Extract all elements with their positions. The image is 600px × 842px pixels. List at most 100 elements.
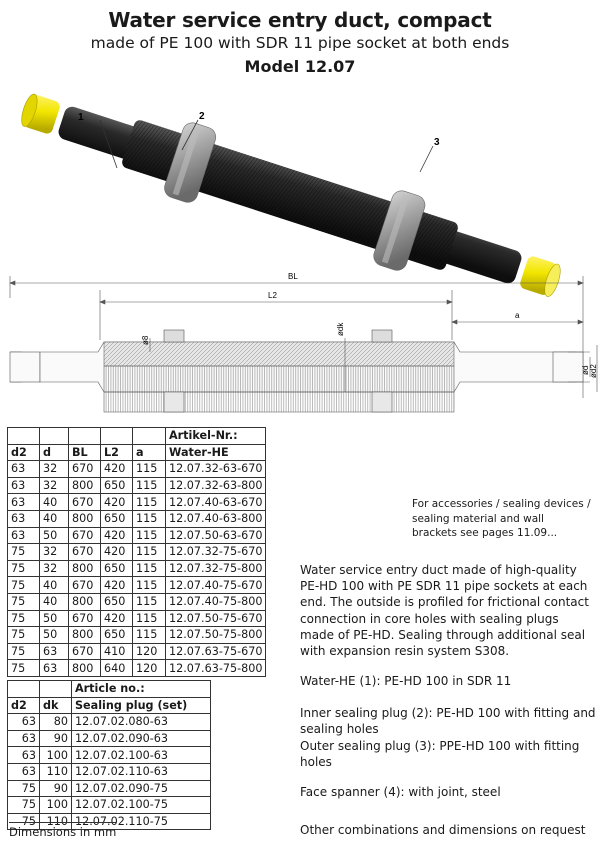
table-cell: 670 xyxy=(68,609,101,628)
table-cell: 75 xyxy=(7,576,40,594)
table-cell: 12.07.32-75-800 xyxy=(164,559,267,578)
table-cell: 75 xyxy=(7,592,40,611)
table-cell: 63 xyxy=(7,509,40,528)
table-cell: 90 xyxy=(39,729,72,748)
table-cell: 800 xyxy=(68,626,101,644)
product-illustration: 1 2 3 BL L2 a ø8 ødk ød ød xyxy=(9,93,598,413)
callout-1: 1 xyxy=(78,112,84,123)
page-title: Water service entry duct, compact xyxy=(108,8,492,32)
model-number: Model 12.07 xyxy=(244,57,356,76)
table1-group-header: Artikel-Nr.: xyxy=(164,427,267,445)
table-cell: 63 xyxy=(7,493,40,511)
table-cell: 75 xyxy=(7,559,40,578)
table-cell: 420 xyxy=(100,543,133,561)
table-cell: 12.07.40-75-800 xyxy=(164,592,267,611)
table-cell: 100 xyxy=(39,746,72,764)
table-cell: 115 xyxy=(132,526,166,545)
table-cell: 650 xyxy=(100,476,133,495)
table2-group-header: Article no.: xyxy=(71,680,211,698)
table-cell: 63 xyxy=(7,476,40,495)
table-cell: 115 xyxy=(132,493,166,511)
dim-l2: L2 xyxy=(268,291,277,300)
table-cell: 12.07.02.100-63 xyxy=(71,746,211,764)
table-cell: 12.07.02.110-75 xyxy=(71,812,211,831)
table-cell: 12.07.32-63-800 xyxy=(164,476,267,495)
description-outer-plug: Outer sealing plug (3): PPE-HD 100 with … xyxy=(300,739,580,770)
table-cell: 63 xyxy=(39,659,69,677)
duct-3d-render xyxy=(21,93,561,297)
dimensions-footnote: Dimensions in mm xyxy=(9,822,117,839)
table-cell: 63 xyxy=(7,746,40,764)
table-cell: 32 xyxy=(39,543,69,561)
table-cell: 120 xyxy=(132,642,166,661)
table-cell: 50 xyxy=(39,626,69,644)
table-cell: 800 xyxy=(68,559,101,578)
dim-d8: ø8 xyxy=(141,335,150,345)
description-inner-plug: Inner sealing plug (2): PE-HD 100 with f… xyxy=(300,706,596,737)
table-cell: 650 xyxy=(100,509,133,528)
table-cell: 115 xyxy=(132,460,166,478)
table-cell: 40 xyxy=(39,509,69,528)
table-cell: 115 xyxy=(132,592,166,611)
dim-d: ød xyxy=(581,366,590,375)
table-cell: 75 xyxy=(7,659,40,677)
table-cell: 80 xyxy=(39,713,72,731)
table-cell: 420 xyxy=(100,493,133,511)
table-cell: 12.07.50-75-670 xyxy=(164,609,267,628)
table-cell: 12.07.40-75-670 xyxy=(164,576,267,594)
table-cell: 12.07.50-63-670 xyxy=(164,526,267,545)
table-cell: 63 xyxy=(7,713,40,731)
table-cell: 800 xyxy=(68,476,101,495)
table-cell: 75 xyxy=(7,642,40,661)
table-cell: 115 xyxy=(132,476,166,495)
table-cell: 800 xyxy=(68,592,101,611)
table-cell: 420 xyxy=(100,460,133,478)
table-cell: 670 xyxy=(68,460,101,478)
table-cell: 12.07.32-63-670 xyxy=(164,460,267,478)
table-cell: 670 xyxy=(68,493,101,511)
description-spanner: Face spanner (4): with joint, steel xyxy=(300,785,501,799)
table-cell: 650 xyxy=(100,559,133,578)
table-cell: 120 xyxy=(132,659,166,677)
table-cell: 800 xyxy=(68,509,101,528)
technical-drawing xyxy=(9,276,598,413)
table-cell: 63 xyxy=(7,729,40,748)
table-cell: 90 xyxy=(39,779,72,798)
table-cell: 63 xyxy=(39,642,69,661)
table-cell: 12.07.02.090-75 xyxy=(71,779,211,798)
table-cell: 800 xyxy=(68,659,101,677)
accessory-note: For accessories / sealing devices / seal… xyxy=(412,498,591,540)
table-cell: 12.07.02.090-63 xyxy=(71,729,211,748)
table-cell: 12.07.40-63-800 xyxy=(164,509,267,528)
table-cell: 12.07.02.080-63 xyxy=(71,713,211,731)
table-cell: 75 xyxy=(7,779,40,798)
table-cell: 650 xyxy=(100,592,133,611)
table-cell: 670 xyxy=(68,642,101,661)
table-cell: 40 xyxy=(39,592,69,611)
table-cell: 32 xyxy=(39,476,69,495)
table-cell: 75 xyxy=(7,543,40,561)
description-other: Other combinations and dimensions on req… xyxy=(300,823,586,837)
callout-2: 2 xyxy=(199,111,205,122)
table-cell: 32 xyxy=(39,460,69,478)
table-cell: 115 xyxy=(132,609,166,628)
table-cell: 50 xyxy=(39,526,69,545)
table-cell: 12.07.63-75-800 xyxy=(164,659,267,677)
table-cell: 110 xyxy=(39,762,72,781)
table-cell: 12.07.63-75-670 xyxy=(164,642,267,661)
table-cell: 640 xyxy=(100,659,133,677)
